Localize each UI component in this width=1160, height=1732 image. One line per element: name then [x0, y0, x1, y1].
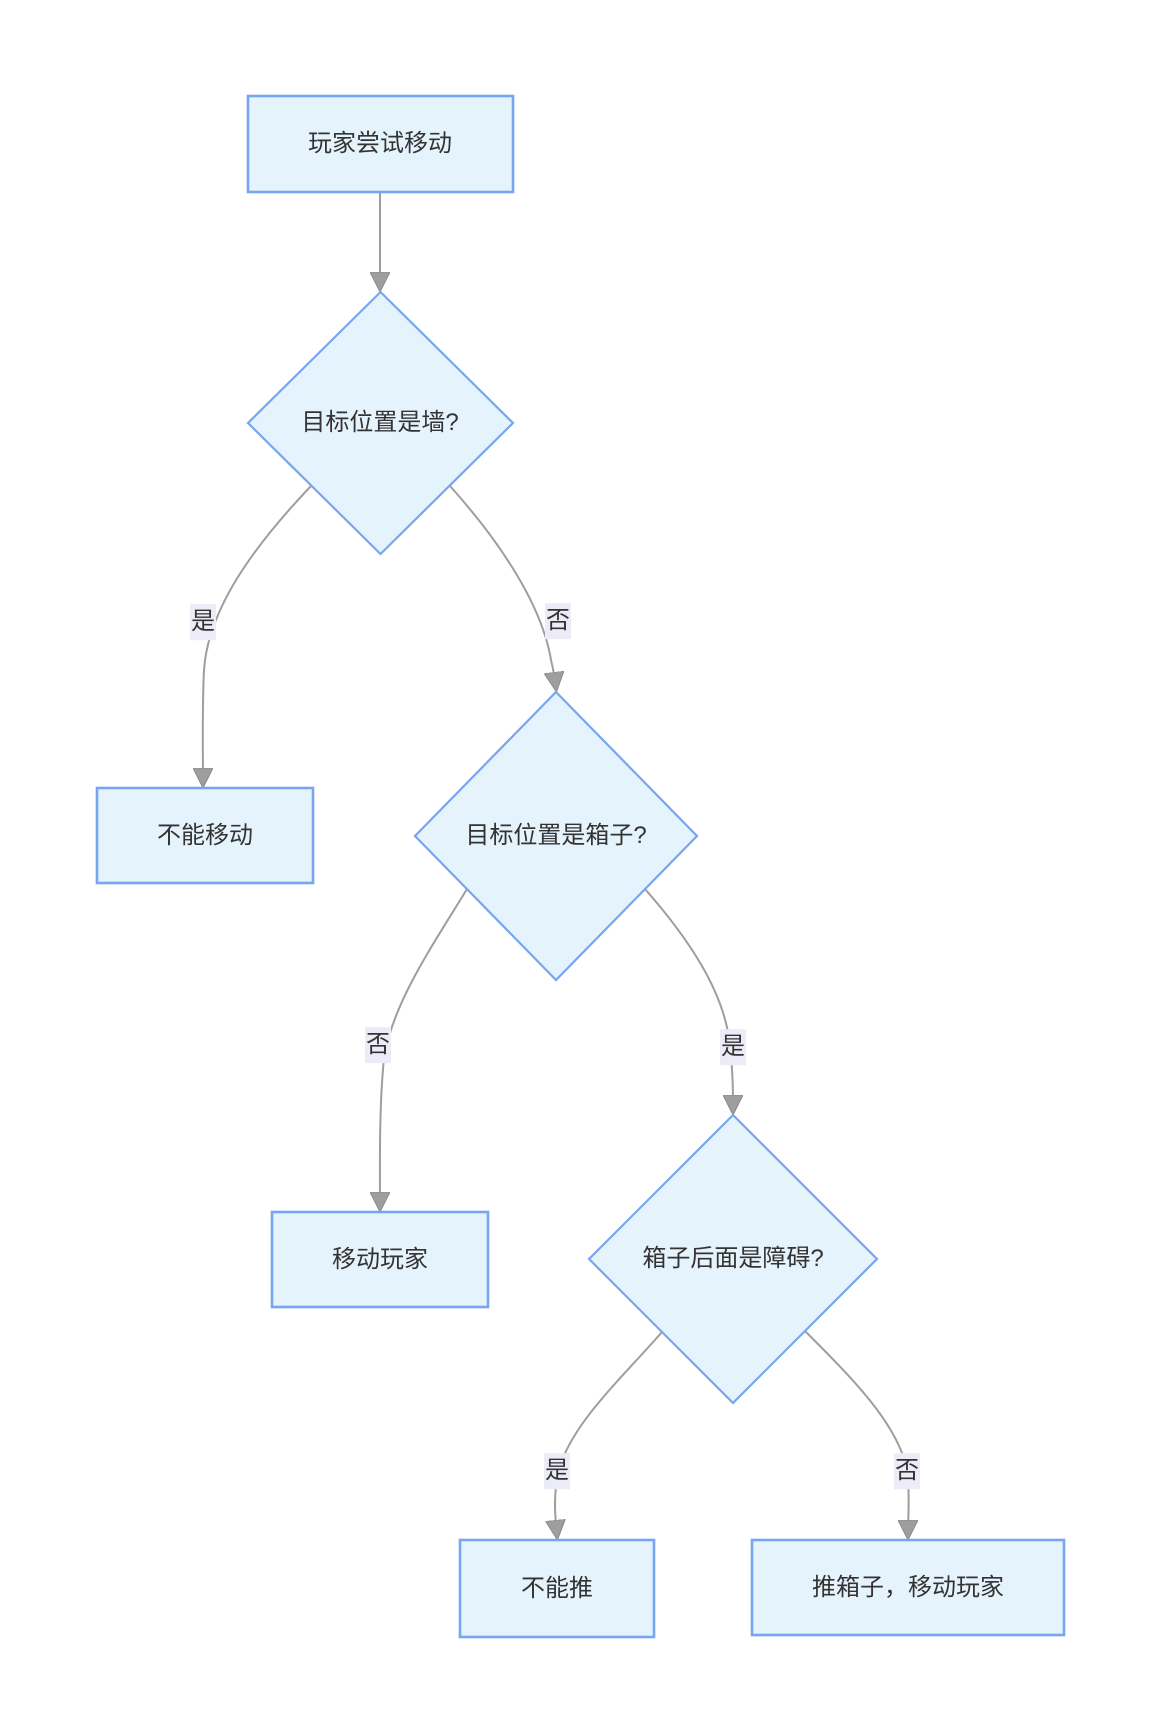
node-move-player	[270, 1210, 490, 1309]
node-label-player-try-move: 玩家尝试移动	[308, 129, 452, 157]
edge-label-obstacle-no: 否	[894, 1453, 920, 1489]
node-label-is-target-wall: 目标位置是墙?	[301, 408, 459, 436]
edge-obstacle-no	[804, 1330, 909, 1536]
edge-label-wall-yes: 是	[190, 604, 216, 640]
edge-wall-no	[449, 485, 556, 688]
edge-obstacle-yes	[555, 1331, 663, 1536]
decision-is-target-wall	[246, 290, 515, 556]
edge-label-box-yes: 是	[720, 1029, 746, 1065]
node-cannot-push	[458, 1538, 656, 1639]
node-label-move-player: 移动玩家	[332, 1245, 428, 1273]
node-label-is-behind-box-obstacle: 箱子后面是障碍?	[642, 1244, 824, 1272]
edge-box-no	[380, 888, 468, 1208]
decision-is-target-box	[413, 690, 699, 982]
node-player-try-move	[246, 94, 515, 194]
node-label-is-target-box: 目标位置是箱子?	[465, 821, 647, 849]
edge-label-box-no: 否	[365, 1027, 391, 1063]
edge-label-wall-no: 否	[545, 603, 571, 639]
node-label-push-box-move-player: 推箱子，移动玩家	[812, 1573, 1004, 1601]
decision-is-behind-box-obstacle	[587, 1113, 879, 1405]
edge-label-obstacle-yes: 是	[544, 1453, 570, 1489]
node-label-cannot-push: 不能推	[521, 1574, 593, 1602]
node-label-cannot-move: 不能移动	[157, 821, 253, 849]
node-cannot-move	[95, 786, 315, 885]
node-push-box-move-player	[750, 1538, 1066, 1637]
edge-box-yes	[644, 888, 733, 1111]
edge-wall-yes	[203, 485, 312, 784]
